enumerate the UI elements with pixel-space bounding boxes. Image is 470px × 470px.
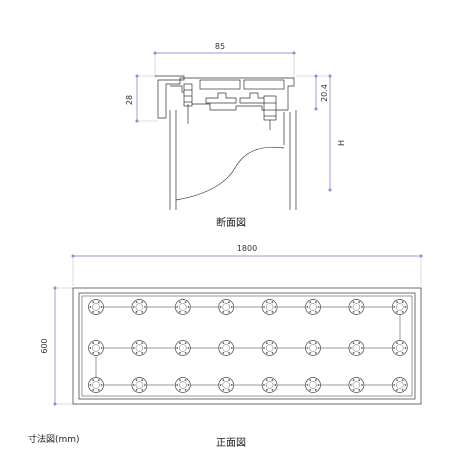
led-module <box>88 340 104 356</box>
section-caption: 断面図 <box>216 218 246 229</box>
dimension-note: 寸法図(mm) <box>28 435 80 445</box>
led-grid <box>88 299 408 393</box>
bolt-right <box>263 95 277 121</box>
bolt-left <box>183 83 193 107</box>
led-module <box>261 377 278 393</box>
led-module <box>174 299 191 315</box>
dim-label-H: H <box>337 140 346 146</box>
led-module <box>348 340 365 356</box>
break-curve <box>175 146 285 201</box>
led-module <box>261 340 278 356</box>
led-module <box>391 377 408 393</box>
led-module <box>131 377 148 393</box>
led-module <box>218 340 235 356</box>
section-view <box>135 51 332 210</box>
dim-label-600: 600 <box>40 338 49 353</box>
led-module <box>348 377 365 393</box>
dim-label-1800: 1800 <box>237 244 257 253</box>
led-module <box>305 299 321 315</box>
led-module <box>88 377 104 393</box>
dim-label-85: 85 <box>215 42 225 51</box>
dim-label-28: 28 <box>125 95 134 105</box>
led-module <box>218 377 235 393</box>
led-module <box>391 340 408 356</box>
front-caption: 正面図 <box>216 438 246 449</box>
frame-outer <box>72 287 422 405</box>
led-module <box>88 299 104 315</box>
front-view <box>53 254 423 406</box>
led-module <box>348 299 365 315</box>
led-module <box>261 299 278 315</box>
led-module <box>305 377 321 393</box>
frame-inner <box>78 292 416 400</box>
led-module <box>131 299 148 315</box>
led-module <box>131 340 148 356</box>
dim-label-20-4: 20.4 <box>320 84 329 102</box>
led-module <box>305 340 321 356</box>
led-module <box>218 299 235 315</box>
led-module <box>391 299 408 315</box>
led-module <box>174 340 191 356</box>
led-module <box>174 377 191 393</box>
